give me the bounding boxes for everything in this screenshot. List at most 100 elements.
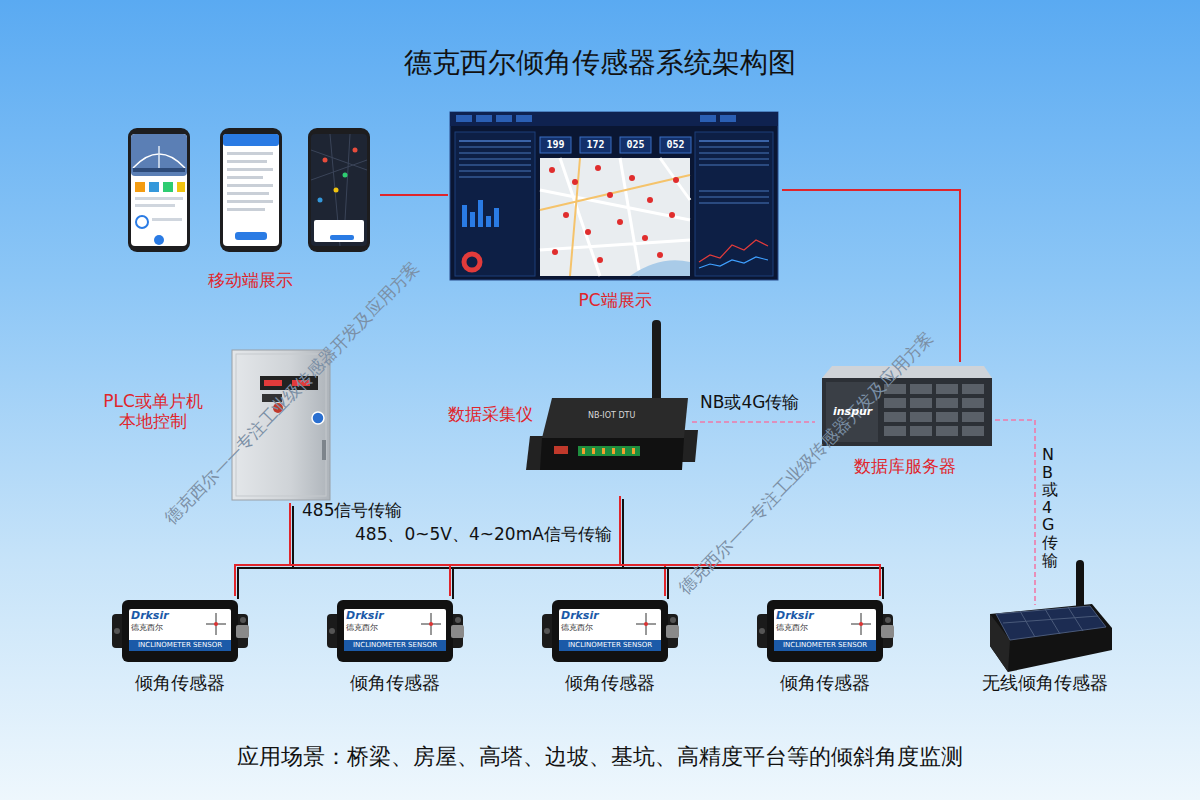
pc-screen [699,164,769,166]
mobile-phones [149,182,159,192]
map-dots [673,177,679,183]
mobile-phones [227,192,269,195]
node-label: 倾角传感器 [108,672,252,694]
pc-screen [699,152,769,154]
pc-screen [459,146,531,148]
edge-label: NB或4G传输 [700,392,799,412]
mobile-phones [154,235,164,245]
map-dots [585,229,591,235]
node-label: PC端展示 [448,290,782,310]
brand-logo: Drksir [346,610,384,622]
data-collector [622,448,625,454]
wireless-sensor [990,604,1112,672]
drive-bays [910,426,932,436]
map-dots [657,252,663,258]
pc-screen [450,112,778,280]
mobile-phones [323,158,328,163]
connector [380,195,448,196]
pc-screen [478,200,483,227]
data-collector [540,438,684,470]
connector-line [235,503,290,596]
connector-line [450,496,620,596]
pc-screen [464,254,480,270]
caption-text: 应用场景：桥梁、房屋、高塔、边坡、基坑、高精度平台等的倾斜角度监测 [0,744,1200,770]
pc-screen [540,158,690,276]
tilt-sensors [757,600,894,662]
pc-screen [699,190,769,192]
brand-logo: Drksir [776,610,814,622]
map-dots [549,167,555,173]
mobile-phones [135,197,183,200]
display-group: 移动端展示 [120,120,380,300]
node-label: 倾角传感器 [753,672,897,694]
dashboard-number: 025 [620,139,651,151]
edge-label: NB或4G传输 [1042,446,1058,569]
map-dots [597,257,603,263]
edge-label: 485、0~5V、4~20mA信号传输 [355,524,612,544]
pc-screen [450,112,778,280]
pc-screen [459,170,531,172]
brand-logo: 德克西尔 [776,623,808,633]
connector-line [782,190,960,362]
mobile-phones [227,208,265,211]
data-collector [592,448,595,454]
map-dots [669,212,675,218]
drive-bays [936,398,958,408]
mobile-phones [128,128,190,252]
mobile-phones [128,128,370,252]
plc-cabinet [312,412,324,424]
node-label: 数据库服务器 [815,456,995,476]
node-label: PLC或单片机 本地控制 [94,391,212,432]
pc-screen [700,115,716,122]
brand-marking: inspur [833,405,872,418]
plc-cabinet [322,440,326,460]
product-marking: INCLINOMETER SENSOR [129,641,231,650]
mobile-phones [311,134,367,246]
tilt-sensors [327,600,464,662]
pc-screen [476,115,492,122]
map-dots [642,235,648,241]
drive-bays [962,398,984,408]
connector [450,496,623,599]
pc-screen [459,152,531,154]
connector-line [995,420,1035,605]
mobile-phones [223,134,279,146]
data-collector [542,398,688,438]
data-collector [652,320,661,404]
tilt-sensors [112,600,249,662]
connector-wire [238,506,293,599]
brand-logo: Drksir [131,610,169,622]
mobile-phones [158,146,160,170]
drive-bays [910,398,932,408]
connector [235,496,623,599]
mobile-phones [135,204,175,207]
tilt-sensors [112,600,894,662]
drive-bays [884,398,906,408]
connector-line [620,496,665,596]
mobile-phones [330,235,354,240]
tilt-sensors [542,600,679,662]
mobile-phones [133,168,185,172]
pc-screen [470,212,475,227]
data-collector [578,446,640,456]
pc-screen [620,137,651,153]
pc-screen [580,137,611,153]
pc-screen [699,140,769,142]
pc-screen [630,260,690,276]
data-collector [582,448,585,454]
display-group: PC端展示 [448,108,782,314]
map-dots [607,192,613,198]
device-group: 数据采集仪 [440,318,692,496]
sensor-group: 无线倾角传感器 [965,605,1125,700]
mobile-phones [314,220,364,242]
pc-screen [699,196,769,198]
map-dots [595,165,601,171]
dashboard-number: 052 [660,139,691,151]
pc-screen [450,112,778,126]
pc-screen [699,257,768,268]
map-dots [629,175,635,181]
product-marking: INCLINOMETER SENSOR [559,641,661,650]
mobile-phones [227,184,273,187]
node-label: 倾角传感器 [323,672,467,694]
pc-screen [459,158,531,160]
